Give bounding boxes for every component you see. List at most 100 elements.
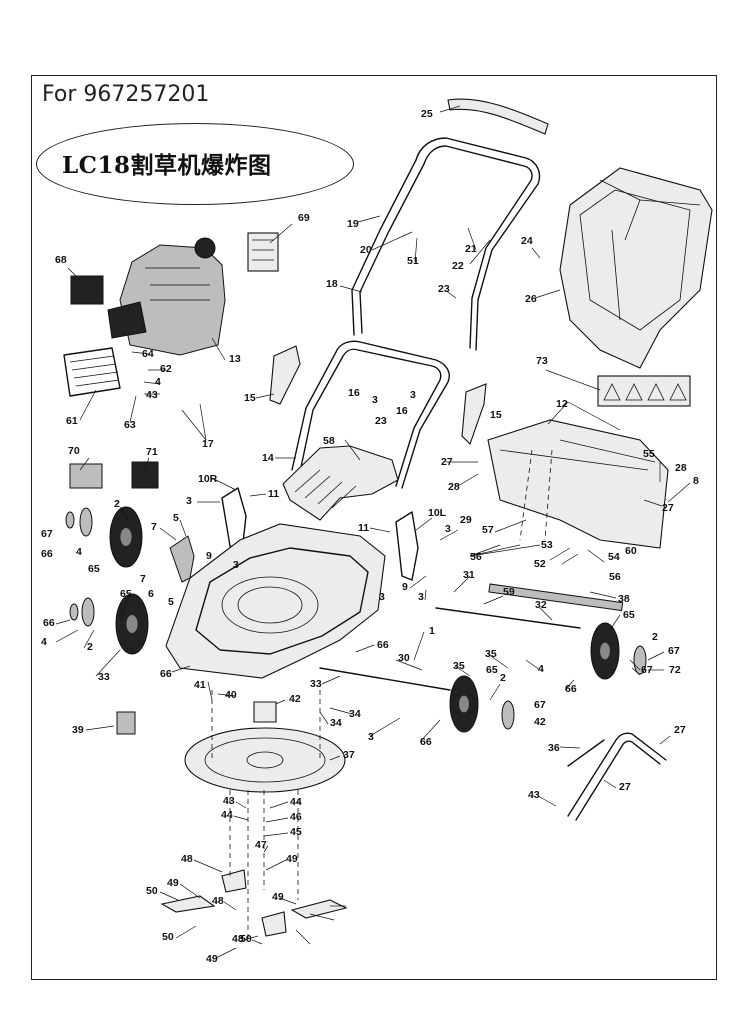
part-number-label: 70 bbox=[68, 445, 80, 457]
leader-line bbox=[199, 403, 207, 441]
wheel-hub bbox=[120, 528, 132, 546]
leader-line bbox=[179, 519, 187, 537]
part-rear-handle bbox=[567, 732, 667, 817]
leader-line bbox=[409, 575, 427, 589]
part-number-label: 42 bbox=[289, 693, 301, 705]
part-number-label: 11 bbox=[358, 522, 369, 534]
leader-line bbox=[561, 553, 579, 565]
part-number-label: 3 bbox=[186, 495, 192, 507]
leader-line bbox=[609, 614, 621, 631]
part-number-label: 56 bbox=[470, 551, 482, 563]
leader-line bbox=[339, 285, 363, 293]
part-number-label: 58 bbox=[323, 435, 335, 447]
wheels bbox=[65, 506, 647, 733]
leader-line bbox=[559, 746, 581, 749]
leader-line bbox=[143, 381, 161, 385]
part-number-label: 63 bbox=[124, 419, 136, 431]
part-number-label: 10R bbox=[198, 473, 218, 485]
leader-line bbox=[159, 527, 177, 541]
part-number-label: 65 bbox=[88, 563, 100, 575]
part-number-label: 28 bbox=[448, 481, 460, 493]
leader-line bbox=[564, 679, 575, 691]
part-number-label: 46 bbox=[290, 811, 302, 823]
hub-cap bbox=[501, 700, 515, 730]
part-number-label: 5 bbox=[173, 512, 179, 524]
part-number-label: 2 bbox=[500, 672, 506, 684]
leader-line bbox=[79, 457, 90, 471]
leader-line bbox=[329, 707, 353, 715]
part-number-label: 17 bbox=[202, 438, 214, 450]
part-number-label: 41 bbox=[194, 679, 206, 691]
hub-cap bbox=[81, 597, 95, 627]
leader-line bbox=[171, 665, 191, 673]
leader-line bbox=[457, 473, 479, 487]
part-number-label: 22 bbox=[452, 260, 464, 272]
part-number-label: 32 bbox=[535, 599, 547, 611]
part-number-label: 25 bbox=[421, 108, 433, 120]
part-number-label: 65 bbox=[623, 609, 635, 621]
part-number-label: 49 bbox=[272, 891, 284, 903]
part-number-label: 4 bbox=[538, 663, 544, 675]
leader-line bbox=[439, 105, 461, 113]
leader-line bbox=[67, 267, 83, 283]
part-number-label: 8 bbox=[693, 475, 699, 487]
part-lower-handle bbox=[291, 340, 450, 489]
leader-line bbox=[131, 351, 151, 355]
part-number-label: 27 bbox=[674, 724, 686, 736]
leader-line bbox=[667, 482, 691, 503]
leader-line bbox=[321, 675, 341, 685]
leader-line bbox=[217, 693, 237, 697]
part-number-label: 33 bbox=[310, 678, 322, 690]
leader-line bbox=[79, 389, 97, 421]
part-number-label: 6 bbox=[148, 588, 154, 600]
leader-line bbox=[265, 817, 289, 823]
leader-line bbox=[534, 289, 561, 299]
leader-line bbox=[263, 832, 289, 837]
hub-cap bbox=[65, 511, 75, 529]
part-number-label: 38 bbox=[618, 593, 630, 605]
leader-line bbox=[419, 719, 441, 743]
leader-line bbox=[483, 595, 504, 605]
leader-line bbox=[647, 651, 665, 661]
leader-line bbox=[211, 337, 226, 361]
leader-line bbox=[454, 665, 471, 677]
hub-cap bbox=[79, 507, 93, 537]
decal-72 bbox=[116, 711, 136, 735]
part-number-label: 29 bbox=[460, 514, 472, 526]
leader-line bbox=[589, 591, 617, 599]
part-number-label: 31 bbox=[463, 569, 475, 581]
title-ellipse bbox=[36, 123, 354, 205]
part-number-label: 62 bbox=[160, 363, 172, 375]
part-number-label: 35 bbox=[453, 660, 465, 672]
part-number-label: 52 bbox=[534, 558, 546, 570]
part-number-label: 66 bbox=[565, 683, 577, 695]
leader-line bbox=[249, 493, 267, 497]
leader-line bbox=[119, 506, 129, 521]
part-number-label: 2 bbox=[652, 631, 658, 643]
leader-line bbox=[193, 859, 223, 873]
part-number-label: 16 bbox=[396, 405, 408, 417]
part-number-label: 54 bbox=[608, 551, 620, 563]
part-number-label: 14 bbox=[262, 452, 274, 464]
part-number-label: 50 bbox=[146, 885, 158, 897]
part-number-label: 64 bbox=[142, 348, 154, 360]
part-number-label: 27 bbox=[619, 781, 631, 793]
leader-line bbox=[545, 369, 601, 391]
part-number-label: 66 bbox=[420, 736, 432, 748]
part-filter-cage bbox=[63, 347, 121, 397]
part-number-label: 65 bbox=[120, 588, 132, 600]
part-number-label: 18 bbox=[326, 278, 338, 290]
leader-line bbox=[233, 815, 249, 821]
leader-line bbox=[494, 519, 527, 533]
part-number-label: 43 bbox=[528, 789, 540, 801]
part-number-label: 12 bbox=[556, 398, 568, 410]
part-number-label: 21 bbox=[465, 243, 477, 255]
part-number-label: 43 bbox=[223, 795, 235, 807]
part-drawings bbox=[63, 98, 713, 940]
leader-line bbox=[631, 667, 641, 676]
part-number-label: 27 bbox=[662, 502, 674, 514]
part-number-label: 3 bbox=[445, 523, 451, 535]
part-number-label: 5 bbox=[168, 596, 174, 608]
leader-line bbox=[235, 801, 247, 809]
part-number-label: 3 bbox=[410, 389, 416, 401]
